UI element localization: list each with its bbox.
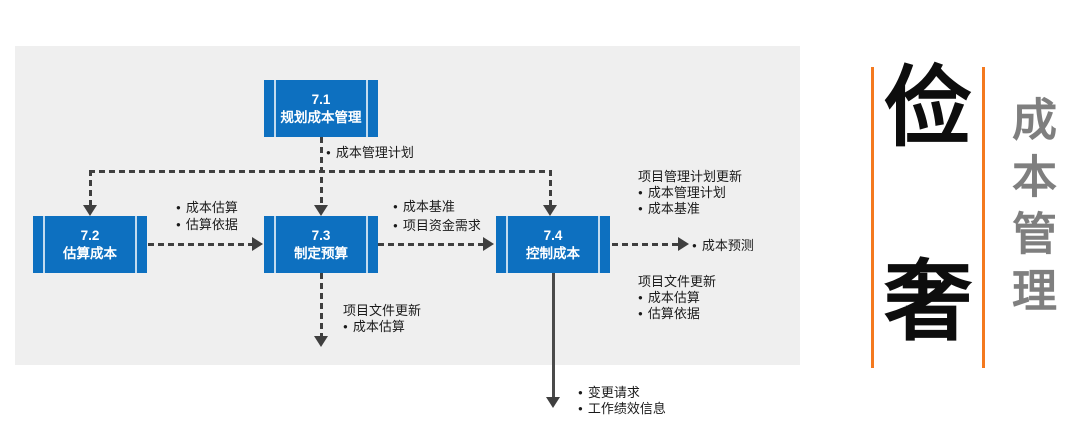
- label-document-updates-right: 项目文件更新 成本估算 估算依据: [638, 274, 716, 322]
- label-item: 变更请求: [578, 385, 666, 401]
- connector-74-down: [552, 273, 555, 397]
- arrow-down-icon: [83, 205, 97, 216]
- process-id: 7.3: [311, 227, 331, 243]
- label-cost-management-plan: 成本管理计划: [326, 144, 414, 161]
- label-plan-updates: 项目管理计划更新 成本管理计划 成本基准: [638, 169, 742, 217]
- process-id: 7.1: [311, 91, 331, 107]
- process-name: 控制成本: [526, 245, 580, 261]
- connector-72-to-73: [148, 243, 252, 246]
- process-box-7-4: 7.4 控制成本: [496, 216, 610, 273]
- label-item: 成本管理计划: [638, 185, 742, 201]
- label-item: 成本基准: [638, 201, 742, 217]
- connector-feedback-line: [89, 170, 551, 173]
- label-document-updates-below: 项目文件更新 成本估算: [343, 303, 421, 335]
- label-item: 成本预测: [692, 237, 754, 254]
- label-item: 估算依据: [638, 306, 716, 322]
- process-id: 7.4: [543, 227, 563, 243]
- arrow-right-icon: [483, 237, 494, 251]
- arrow-right-icon: [678, 237, 689, 251]
- label-title: 项目文件更新: [343, 303, 422, 318]
- label-item: 成本基准: [393, 197, 481, 216]
- calligraphy-char-she: 奢: [883, 252, 972, 351]
- vertical-title-cost-management: 成本管理: [1005, 96, 1056, 324]
- process-box-7-1: 7.1 规划成本管理: [264, 80, 378, 137]
- label-title: 项目管理计划更新: [638, 169, 743, 184]
- process-id: 7.2: [80, 227, 100, 243]
- orange-divider-right: [982, 67, 985, 368]
- connector-feedback-to-74: [549, 170, 552, 205]
- process-box-7-3: 7.3 制定预算: [264, 216, 378, 273]
- label-estimate-outputs: 成本估算 估算依据: [176, 199, 238, 233]
- label-item: 估算依据: [176, 216, 238, 233]
- label-item: 成本估算: [343, 319, 421, 335]
- label-item: 成本管理计划: [326, 144, 414, 161]
- process-name: 制定预算: [294, 245, 348, 261]
- arrow-down-icon: [543, 205, 557, 216]
- calligraphy-char-jian: 俭: [883, 58, 972, 157]
- arrow-down-icon: [314, 205, 328, 216]
- orange-divider-left: [871, 67, 874, 368]
- label-item: 成本估算: [638, 290, 716, 306]
- process-name: 估算成本: [63, 245, 117, 261]
- label-item: 成本估算: [176, 199, 238, 216]
- label-budget-outputs: 成本基准 项目资金需求: [393, 197, 481, 235]
- label-control-outputs-bottom: 变更请求 工作绩效信息: [578, 385, 666, 417]
- arrow-down-icon: [546, 397, 560, 408]
- label-title: 项目文件更新: [638, 274, 717, 289]
- arrow-down-icon: [314, 336, 328, 347]
- process-box-7-2: 7.2 估算成本: [33, 216, 147, 273]
- connector-feedback-to-72: [89, 170, 92, 205]
- process-name: 规划成本管理: [280, 109, 362, 125]
- label-item: 工作绩效信息: [578, 401, 666, 417]
- connector-73-down: [320, 273, 323, 336]
- connector-74-to-forecast: [612, 243, 678, 246]
- connector-73-to-74: [378, 243, 483, 246]
- label-item: 项目资金需求: [393, 216, 481, 235]
- label-cost-forecast: 成本预测: [692, 237, 754, 254]
- arrow-right-icon: [252, 237, 263, 251]
